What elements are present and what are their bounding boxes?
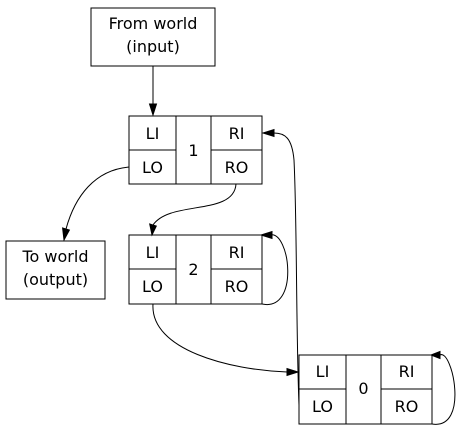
input-node-box: [90, 7, 216, 67]
node-1: LI LO 1 RI RO: [128, 115, 263, 185]
edge-node-2-to-node-0: [152, 303, 300, 377]
node-0-port-lo: LO: [312, 397, 333, 416]
node-0: LI LO 0 RI RO: [298, 354, 433, 425]
node-2-port-lo: LO: [142, 277, 163, 296]
edge-node-2-self-loop: [259, 230, 289, 305]
input-node-line1: From world: [109, 14, 198, 33]
node-2-port-ro: RO: [225, 277, 249, 296]
output-node-line1: To world: [22, 247, 89, 266]
output-node-line2: (output): [23, 270, 88, 289]
node-1-port-li: LI: [146, 124, 160, 143]
edge-node-0-to-node-1: [261, 128, 300, 406]
node-2-port-li: LI: [146, 243, 160, 262]
input-node-line2: (input): [126, 37, 180, 56]
input-node: From world (input): [90, 7, 216, 67]
node-0-label: 0: [358, 379, 368, 398]
node-1-port-lo: LO: [142, 158, 163, 177]
node-2-port-ri: RI: [229, 243, 245, 262]
edge-node-1-to-output: [62, 166, 130, 242]
output-node: To world (output): [5, 240, 106, 300]
node-2-label: 2: [188, 260, 198, 279]
node-1-label: 1: [188, 141, 198, 160]
node-0-port-ri: RI: [399, 362, 415, 381]
edge-node-1-to-node-2: [149, 183, 237, 237]
edge-node-0-self-loop: [429, 350, 456, 425]
node-0-port-li: LI: [316, 362, 330, 381]
node-0-port-ro: RO: [395, 397, 419, 416]
edge-input-to-node-1: [148, 66, 158, 117]
node-1-port-ro: RO: [225, 158, 249, 177]
node-2: LI LO 2 RI RO: [128, 234, 263, 305]
output-node-box: [5, 240, 106, 300]
node-1-port-ri: RI: [229, 124, 245, 143]
